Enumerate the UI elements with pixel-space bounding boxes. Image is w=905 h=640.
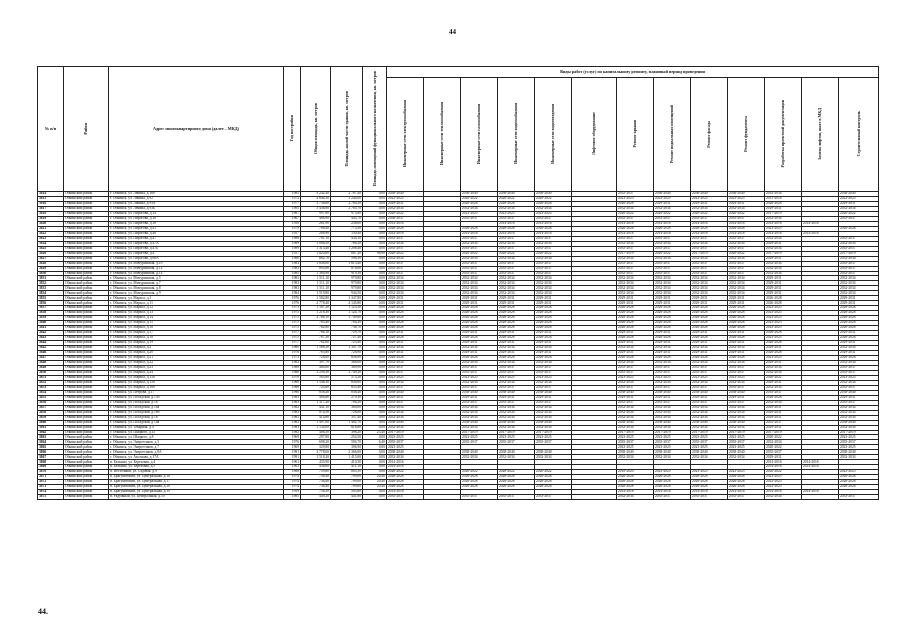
header-work-label: Замена лифтов, шахт в МКД	[817, 107, 822, 160]
cell-period: 2035-2037	[497, 494, 535, 501]
header-living-area-label: Площадь жилой части здания, кв. метров	[343, 90, 349, 167]
header-work-label: Ремонт подвальных помещений	[669, 104, 674, 163]
cell-period: 2032-2034	[616, 494, 654, 501]
header-work-12: Строительный контроль	[837, 77, 880, 192]
header-district: Район	[63, 66, 109, 192]
header-works-group: Виды работ (услуг) по капитальному ремон…	[385, 66, 880, 78]
header-work-8: Ремонт фасада	[690, 77, 728, 192]
header-nonliving-area-label: Площадь помещений функционального назнач…	[371, 70, 377, 187]
header-work-5: Лифтовое оборудование	[571, 77, 617, 192]
header-work-label: Ремонт фасада	[706, 120, 711, 148]
header-district-label: Район	[82, 122, 88, 135]
header-work-1: Инженерные сети теплоснабжения	[423, 77, 461, 192]
header-year-label: Год постройки	[289, 115, 294, 142]
header-work-11: Замена лифтов, шахт в МКД	[801, 77, 839, 192]
header-work-label: Разработка проектной документации	[780, 100, 785, 168]
cell-period: 2032-2034	[764, 494, 802, 501]
header-address: Адрес многоквартирного дома (далее – МКД…	[108, 66, 284, 192]
header-total-area-label: Общая площадь, кв. метров	[312, 102, 318, 154]
header-work-9: Ремонт фундамента	[727, 77, 765, 192]
header-work-label: Инженерные сети теплоснабжения	[439, 102, 444, 166]
header-work-6: Ремонт крыши	[616, 77, 654, 192]
corner-mark: 44.	[38, 607, 48, 616]
header-work-label: Инженерные сети водоотведения	[550, 103, 555, 164]
header-year: Год постройки	[283, 66, 301, 192]
header-work-label: Инженерные сети газоснабжения	[476, 103, 481, 164]
header-work-2: Инженерные сети газоснабжения	[460, 77, 498, 192]
cell-district: Обнинский район	[63, 494, 109, 501]
header-work-label: Инженерные сети водоснабжения	[513, 103, 518, 165]
cell-period: 2035-2037	[534, 494, 572, 501]
header-work-label: Ремонт фундамента	[743, 115, 748, 152]
header-work-7: Ремонт подвальных помещений	[653, 77, 691, 192]
header-work-label: Лифтовое оборудование	[591, 112, 596, 156]
cell-period	[571, 494, 617, 501]
header-work-label: Инженерные сети электроснабжения	[402, 100, 407, 168]
header-work-10: Разработка проектной документации	[764, 77, 802, 192]
cell-living: 441,80	[330, 494, 363, 501]
cell-address: п. Радужный, ул. Центральная, д.10	[108, 494, 284, 501]
header-work-label: Строительный контроль	[855, 111, 861, 157]
cell-nonliving: 0,00	[362, 494, 387, 501]
cell-period: 2035-2037	[690, 494, 728, 501]
cell-period: 2035-2037	[837, 494, 880, 501]
header-living-area: Площадь жилой части здания, кв. метров	[330, 66, 363, 192]
cell-area: 449,20	[300, 494, 331, 501]
header-work-0: Инженерные сети электроснабжения	[386, 77, 424, 192]
capital-repair-register-table: № п/п Район Адрес многоквартирного дома …	[37, 66, 880, 501]
cell-period	[801, 494, 839, 501]
header-total-area: Общая площадь, кв. метров	[300, 66, 331, 192]
work-header-row: Инженерные сети электроснабжения Инженерн…	[38, 77, 880, 192]
header-num: № п/п	[37, 66, 64, 192]
cell-period: 2035-2037	[386, 494, 424, 501]
cell-period: 2035-2037	[460, 494, 498, 501]
header-nonliving-area: Площадь помещений функционального назнач…	[362, 66, 387, 192]
page-number: 44	[449, 28, 456, 36]
cell-year: 1985	[283, 494, 301, 501]
header-work-4: Инженерные сети водоотведения	[534, 77, 572, 192]
cell-period	[423, 494, 461, 501]
header-work-label: Ремонт крыши	[632, 120, 637, 148]
cell-num: 3875	[37, 494, 64, 501]
header-work-3: Инженерные сети водоснабжения	[497, 77, 535, 192]
cell-period: 2035-2037	[653, 494, 691, 501]
cell-period: 2035-2037	[727, 494, 765, 501]
